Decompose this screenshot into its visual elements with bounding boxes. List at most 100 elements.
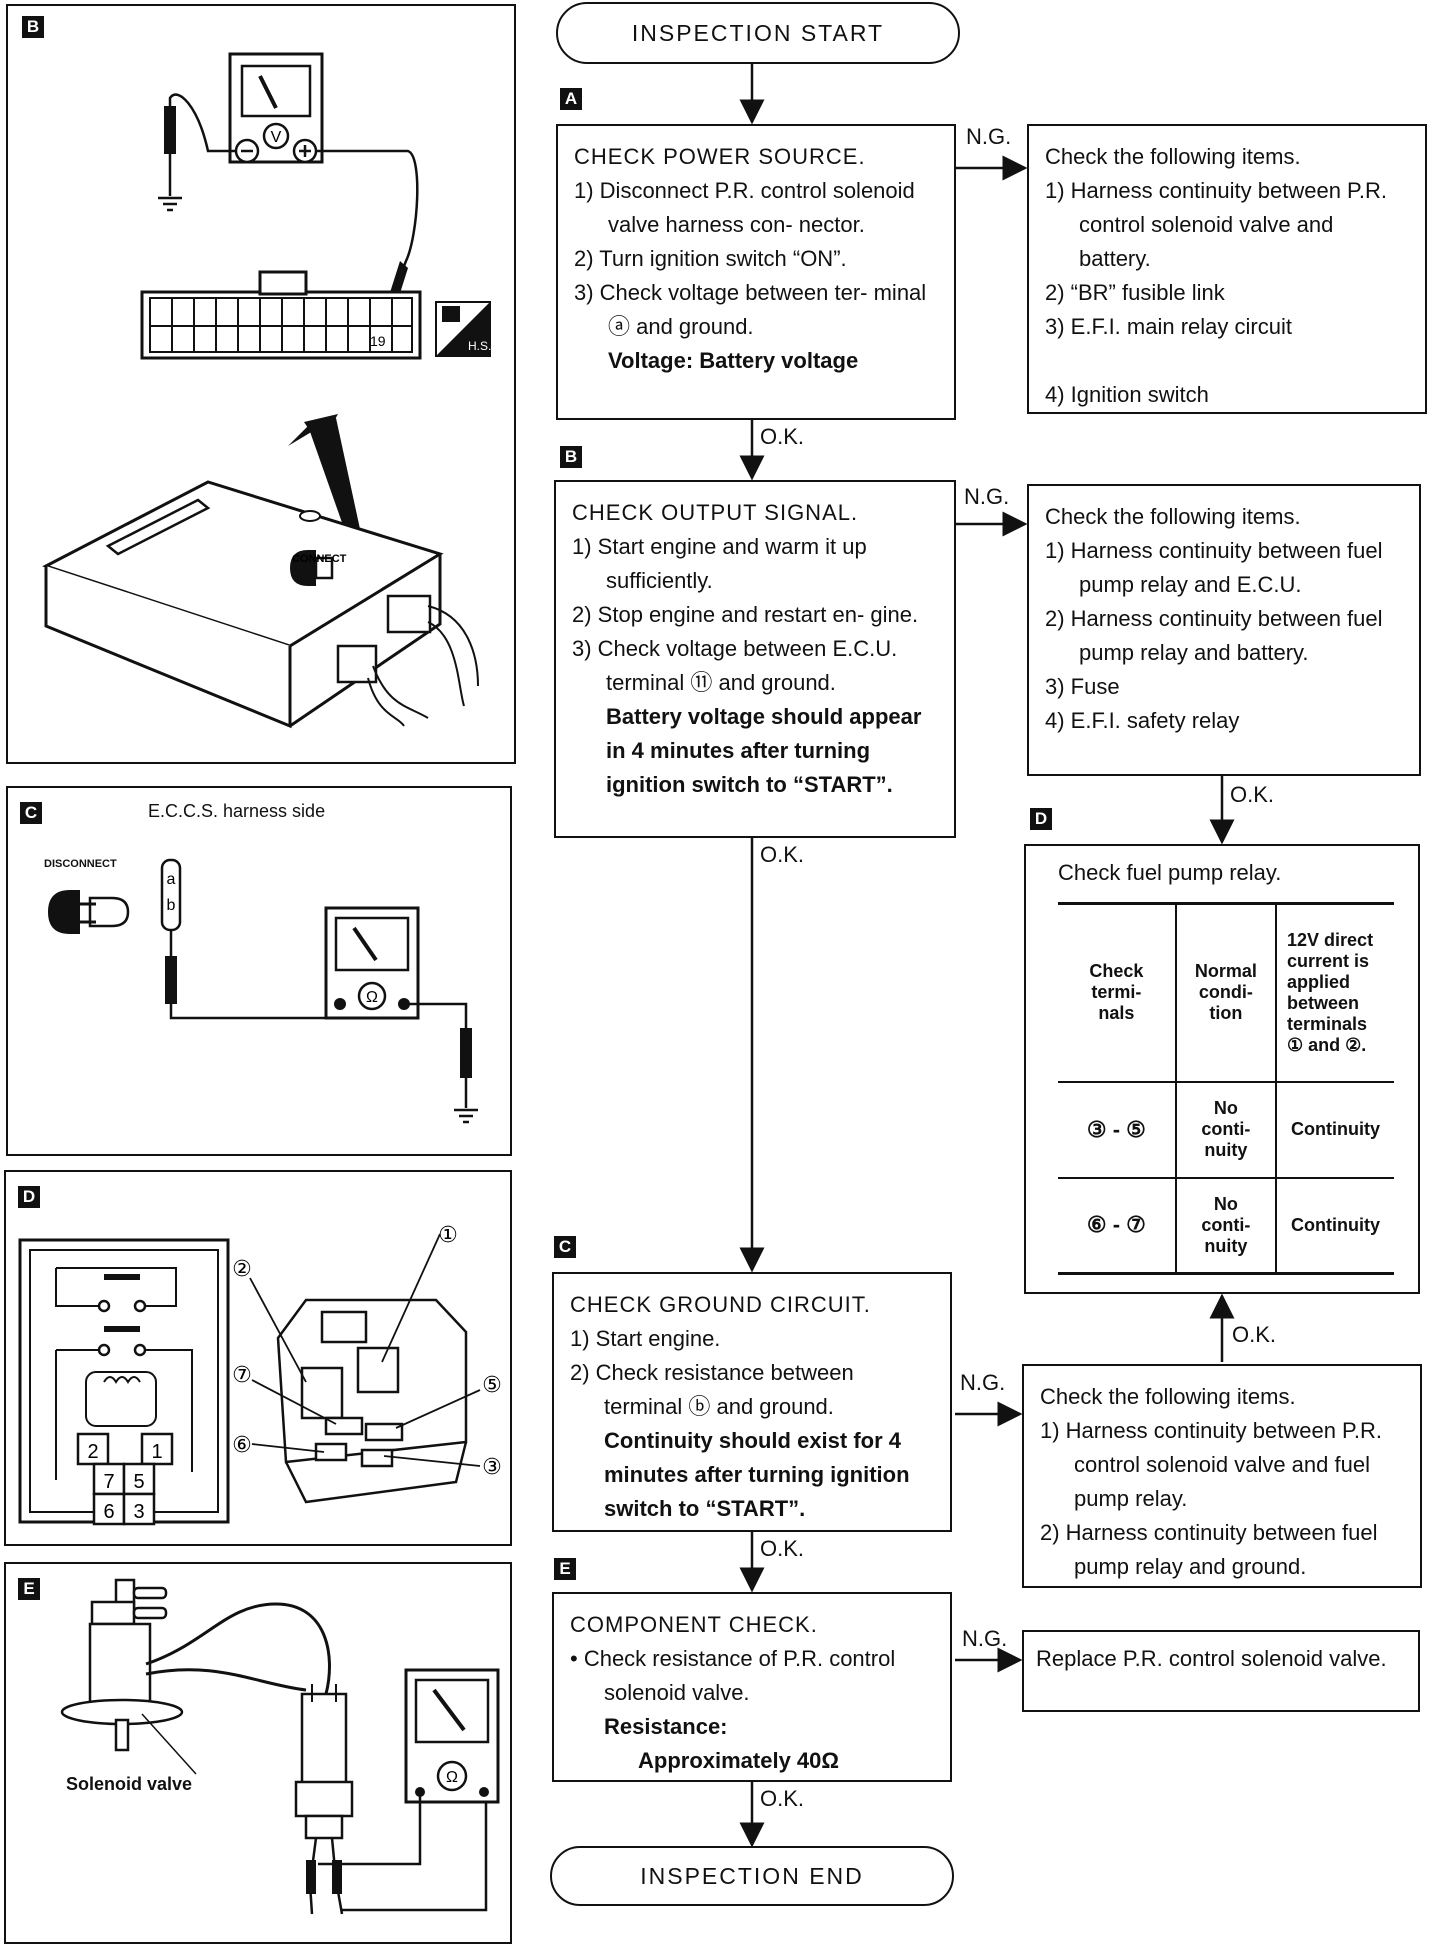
- step-b-line-1: 1) Start engine and warm it up sufficien…: [572, 534, 867, 593]
- step-a-ok-label: O.K.: [760, 424, 805, 449]
- step-c-ng-ok-label: O.K.: [1232, 1322, 1277, 1347]
- panel-d: D 2 1 7 5 6: [4, 1170, 512, 1546]
- hs-label: H.S.: [468, 339, 491, 353]
- terminal-b-label: b: [167, 897, 176, 914]
- panel-d-illustration: 2 1 7 5 6 3 ① ② ⑦ ⑤ ⑥ ③: [18, 1223, 502, 1526]
- step-b-ng-item-4: 4) E.F.I. safety relay: [1045, 708, 1240, 733]
- step-e-spec: Approximately 40Ω: [638, 1748, 840, 1773]
- step-b-ng-item-3: 3) Fuse: [1045, 674, 1120, 699]
- disconnect-label: DISCONNECT: [44, 858, 117, 870]
- inspection-end: INSPECTION END: [550, 1846, 954, 1906]
- step-a-tag: A: [560, 88, 582, 110]
- pin-1: 1: [151, 1441, 162, 1463]
- step-e-ok-label: O.K.: [760, 1786, 805, 1811]
- step-b-line-3: 3) Check voltage between E.C.U. terminal…: [572, 636, 898, 695]
- step-c-spec: Continuity should exist for 4 minutes af…: [604, 1428, 910, 1521]
- connect-label: CONNECT: [292, 553, 347, 565]
- panel-c: C E.C.C.S. harness side DISCONNECT a b Ω: [6, 786, 512, 1156]
- step-e-title: COMPONENT CHECK.: [570, 1612, 818, 1637]
- relay-row-2-terminals: ⑥ - ⑦: [1058, 1177, 1177, 1274]
- step-c-ng-item-2: 2) Harness continuity between fuel pump …: [1040, 1520, 1378, 1579]
- step-b-tag: B: [560, 446, 582, 468]
- relay-col-12v: 12V direct current is applied between te…: [1287, 929, 1374, 1055]
- step-a-spec: Voltage: Battery voltage: [608, 348, 859, 373]
- step-c-ng-box: Check the following items. 1) Harness co…: [1022, 1364, 1422, 1588]
- relay-row-1-normal: No conti- nuity: [1175, 1081, 1278, 1178]
- step-a-title: CHECK POWER SOURCE.: [574, 144, 866, 169]
- step-b-ok-label: O.K.: [760, 842, 805, 867]
- step-b-ng-label: N.G.: [964, 484, 1010, 509]
- pin-6: 6: [103, 1501, 114, 1523]
- step-a-ng-item-2: 2) “BR” fusible link: [1045, 280, 1225, 305]
- step-b-ng-box: Check the following items. 1) Harness co…: [1027, 484, 1421, 776]
- relay-row-1-terminals: ③ - ⑤: [1058, 1081, 1177, 1178]
- panel-e: E Solenoid valve: [4, 1562, 512, 1944]
- svg-text:V: V: [271, 129, 282, 146]
- step-b-title: CHECK OUTPUT SIGNAL.: [572, 500, 859, 525]
- harness-side-label: E.C.C.S. harness side: [148, 801, 326, 821]
- panel-c-tag: C: [20, 802, 42, 824]
- step-c-tag: C: [554, 1236, 576, 1258]
- step-e-box: COMPONENT CHECK. • Check resistance of P…: [552, 1592, 952, 1782]
- step-a-ng-title: Check the following items.: [1045, 144, 1301, 169]
- callout-7: ⑦: [232, 1363, 252, 1388]
- panel-d-tag: D: [18, 1186, 40, 1208]
- step-c-ng-item-1: 1) Harness continuity between P.R. contr…: [1040, 1418, 1382, 1511]
- panel-e-illustration: Ω: [60, 1578, 500, 1915]
- step-e-ng-text: Replace P.R. control solenoid valve.: [1036, 1646, 1387, 1671]
- step-c-line-1: 1) Start engine.: [570, 1326, 721, 1351]
- step-b-spec: Battery voltage should appear in 4 minut…: [606, 704, 922, 797]
- panel-b-tag: B: [22, 16, 44, 38]
- step-d-box: Check fuel pump relay. Check termi- nals…: [1024, 844, 1420, 1294]
- step-a-ng-label: N.G.: [966, 124, 1012, 149]
- step-a-box: CHECK POWER SOURCE. 1) Disconnect P.R. c…: [556, 124, 956, 420]
- step-a-ng-item-4: 4) Ignition switch: [1045, 382, 1209, 407]
- inspection-start: INSPECTION START: [556, 2, 960, 64]
- step-a-ng-item-3: 3) E.F.I. main relay circuit: [1045, 314, 1292, 339]
- step-b-ng-ok-label: O.K.: [1230, 782, 1275, 807]
- step-c-ok-label: O.K.: [760, 1536, 805, 1561]
- pin-7: 7: [103, 1471, 114, 1493]
- step-a-ng-box: Check the following items. 1) Harness co…: [1027, 124, 1427, 414]
- callout-6: ⑥: [232, 1433, 252, 1458]
- terminal-19-label: 19: [370, 333, 386, 349]
- step-a-line-2: 2) Turn ignition switch “ON”.: [574, 246, 847, 271]
- relay-table: Check termi- nals Normal condi- tion 12V…: [1058, 902, 1394, 1275]
- step-e-line-1: • Check resistance of P.R. control solen…: [570, 1646, 896, 1705]
- step-d-tag: D: [1030, 808, 1052, 830]
- step-a-line-3: 3) Check voltage between ter- minal ⓐ an…: [574, 280, 927, 339]
- panel-c-illustration: a b Ω: [48, 858, 478, 1124]
- step-b-ng-item-2: 2) Harness continuity between fuel pump …: [1045, 606, 1383, 665]
- step-c-box: CHECK GROUND CIRCUIT. 1) Start engine. 2…: [552, 1272, 952, 1532]
- callout-2: ②: [232, 1257, 252, 1282]
- step-c-ng-title: Check the following items.: [1040, 1384, 1296, 1409]
- step-c-ng-label: N.G.: [960, 1370, 1006, 1395]
- relay-row-1-applied: Continuity: [1291, 1119, 1380, 1139]
- step-d-title: Check fuel pump relay.: [1058, 860, 1282, 885]
- step-e-spec-label: Resistance:: [604, 1714, 728, 1739]
- step-c-line-2: 2) Check resistance between terminal ⓑ a…: [570, 1360, 854, 1419]
- pin-3: 3: [133, 1501, 144, 1523]
- step-a-ng-item-1: 1) Harness continuity between P.R. contr…: [1045, 178, 1387, 271]
- step-c-title: CHECK GROUND CIRCUIT.: [570, 1292, 871, 1317]
- relay-col-terminals: Check termi- nals: [1058, 903, 1177, 1082]
- step-b-box: CHECK OUTPUT SIGNAL. 1) Start engine and…: [554, 480, 956, 838]
- relay-row-2-applied: Continuity: [1291, 1214, 1380, 1235]
- callout-1: ①: [438, 1223, 458, 1248]
- relay-col-normal: Normal condi- tion: [1175, 903, 1278, 1082]
- step-e-tag: E: [554, 1558, 576, 1580]
- callout-5: ⑤: [482, 1373, 502, 1398]
- panel-e-tag: E: [18, 1578, 40, 1600]
- panel-b-illustration: V 19 H.S.: [42, 52, 491, 729]
- step-b-ng-item-1: 1) Harness continuity between fuel pump …: [1045, 538, 1383, 597]
- pin-2: 2: [87, 1441, 98, 1463]
- panel-b: B V 19: [6, 4, 516, 764]
- step-e-ng-box: Replace P.R. control solenoid valve.: [1022, 1630, 1420, 1712]
- svg-text:Ω: Ω: [446, 1769, 458, 1786]
- solenoid-valve-label: Solenoid valve: [66, 1774, 193, 1794]
- terminal-a-label: a: [167, 871, 176, 888]
- relay-row-2-normal: No conti- nuity: [1175, 1177, 1278, 1274]
- step-a-line-1: 1) Disconnect P.R. control solenoid valv…: [574, 178, 915, 237]
- step-b-ng-title: Check the following items.: [1045, 504, 1301, 529]
